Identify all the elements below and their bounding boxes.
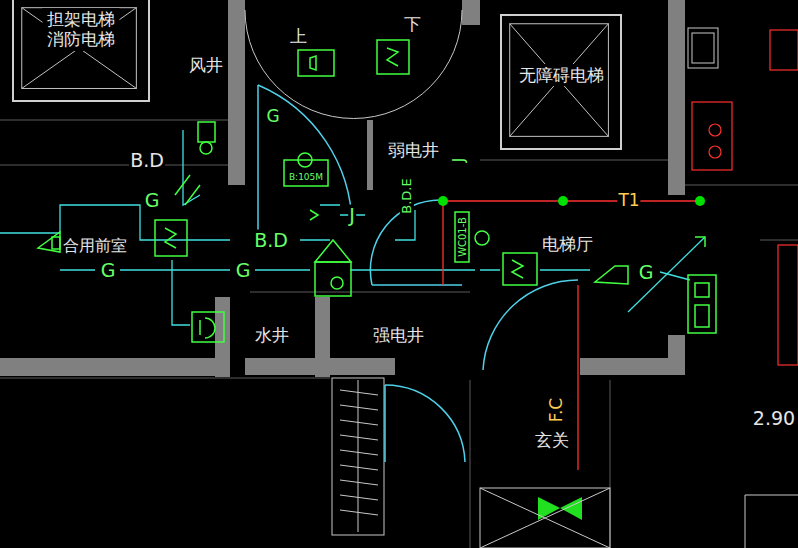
stair-mark: 下 (403, 15, 422, 34)
equipment-code: B.D (253, 230, 289, 251)
room-name: 水井 (254, 326, 290, 345)
circuit-mark: G (638, 262, 655, 283)
shaft-name: 无障碍电梯 (517, 64, 606, 86)
room-name: 玄关 (534, 431, 570, 450)
device-code: B.D.E (400, 177, 414, 214)
circuit-mark: G (100, 260, 117, 281)
circuit-mark: G (144, 190, 161, 211)
elevator-shaft: 担架电梯 消防电梯 (12, 0, 150, 102)
room-name: 合用前室 (62, 237, 128, 255)
circuit-mark: G (235, 260, 252, 281)
wire-label: F.C (547, 397, 566, 423)
room-name: 弱电井 (387, 141, 440, 160)
elevator-shaft: 无障碍电梯 (500, 14, 622, 150)
stair-mark: 上 (289, 27, 308, 46)
wire-label: T1 (617, 191, 640, 210)
device-code: WC01-B (457, 216, 468, 258)
room-name: 电梯厅 (541, 235, 594, 254)
level-dimension: 2.90 (752, 408, 796, 429)
circuit-mark: G (265, 107, 280, 126)
room-name: 强电井 (372, 326, 425, 345)
shaft-name: 担架电梯 消防电梯 (42, 8, 119, 51)
equipment-code: B.D (129, 150, 165, 171)
device-code: B:105M (288, 173, 324, 183)
room-name: 风井 (188, 56, 224, 75)
circuit-mark: J (451, 157, 468, 163)
circuit-mark: J (348, 205, 356, 226)
